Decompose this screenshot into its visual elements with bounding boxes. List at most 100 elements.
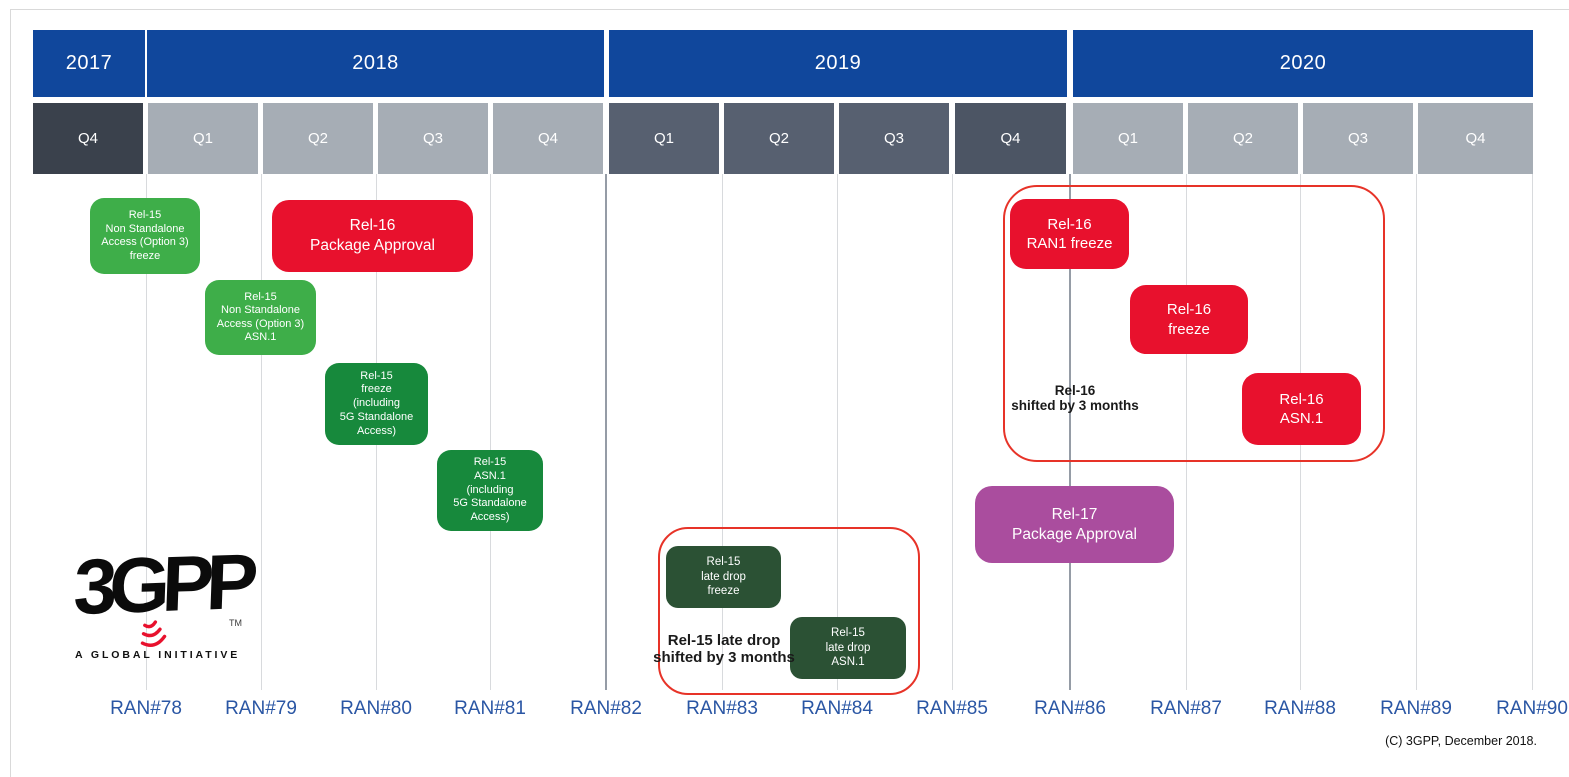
milestone-line: RAN1 freeze	[1026, 235, 1113, 252]
3gpp-logo: 3GPP TM A GLOBAL INITIATIVE	[72, 537, 264, 670]
gridline-ran87	[1186, 174, 1187, 690]
meeting-label-ran88: RAN#88	[1264, 698, 1336, 719]
year-band-2017: 2017	[33, 30, 145, 97]
quarter-cell-8-q4: Q4	[955, 103, 1066, 174]
annotation-line: Rel-15 late drop	[667, 632, 781, 649]
milestone-line: (including	[352, 397, 401, 410]
meeting-label-ran78: RAN#78	[110, 698, 182, 719]
milestone-line: Rel-16	[1166, 301, 1212, 318]
trademark-symbol: TM	[229, 618, 242, 628]
gridline-ran78	[146, 174, 147, 690]
milestone-line: Non Standalone	[105, 222, 185, 235]
gridline-ran84	[837, 174, 838, 690]
milestone-line: Rel-15	[706, 556, 741, 569]
milestone-line: Access)	[470, 511, 510, 524]
milestone-line: Rel-16	[1279, 390, 1324, 408]
milestone-line: Rel-15	[831, 627, 865, 640]
quarter-cell-11-q3: Q3	[1303, 103, 1413, 174]
meeting-label-ran80: RAN#80	[340, 698, 412, 719]
rel16-shift-group-outline	[1003, 185, 1385, 462]
quarter-cell-3-q3: Q3	[378, 103, 488, 174]
gridline-ran81	[490, 174, 491, 690]
milestone-line: Access)	[356, 424, 397, 437]
milestone-line: Rel-16	[349, 217, 396, 234]
milestone-line: late drop	[825, 641, 871, 654]
gridline-ran89	[1416, 174, 1417, 690]
gridline-ran79	[261, 174, 262, 690]
meeting-label-ran84: RAN#84	[801, 698, 873, 719]
quarter-cell-0-q4: Q4	[33, 103, 143, 174]
slide-border-top	[10, 9, 1569, 10]
milestone-line: freeze	[129, 249, 161, 262]
milestone-line: ASN.1	[831, 656, 865, 669]
milestone-rel16-freeze: Rel-16 freeze	[1130, 285, 1248, 354]
annotation-line: Rel-16	[1054, 383, 1096, 398]
milestone-line: ASN.1	[1279, 410, 1324, 427]
quarter-cell-5-q1: Q1	[609, 103, 719, 174]
meeting-label-ran87: RAN#87	[1150, 698, 1222, 719]
gridline-ran83	[722, 174, 723, 690]
quarter-cell-2-q2: Q2	[263, 103, 373, 174]
slide-border-left	[10, 9, 11, 777]
milestone-line: (including	[466, 483, 514, 496]
milestone-line: 5G Standalone	[339, 410, 414, 423]
gridline-ran86	[1069, 174, 1071, 690]
milestone-line: Package Approval	[310, 237, 435, 254]
quarter-cell-4-q4: Q4	[493, 103, 603, 174]
milestone-line: Access (Option 3)	[216, 317, 305, 330]
meeting-label-ran83: RAN#83	[686, 698, 758, 719]
milestone-line: Non Standalone	[221, 304, 300, 316]
quarter-cell-9-q1: Q1	[1073, 103, 1183, 174]
meeting-label-ran81: RAN#81	[454, 698, 526, 719]
milestone-line: Rel-15	[360, 369, 393, 382]
milestone-line: Rel-16	[1047, 215, 1092, 233]
quarter-cell-6-q2: Q2	[724, 103, 834, 174]
milestone-line: Rel-15	[244, 290, 277, 303]
milestone-line: ASN.1	[244, 331, 277, 343]
meeting-label-ran89: RAN#89	[1380, 698, 1452, 719]
annotation-line: shifted by 3 months	[1011, 398, 1139, 413]
milestone-line: Package Approval	[1012, 525, 1137, 543]
quarter-cell-7-q3: Q3	[839, 103, 949, 174]
meeting-label-ran85: RAN#85	[916, 698, 988, 719]
meeting-label-ran90: RAN#90	[1496, 698, 1568, 719]
copyright-text: (C) 3GPP, December 2018.	[1385, 734, 1537, 748]
milestone-line: Access (Option 3)	[101, 236, 189, 248]
milestone-line: freeze	[707, 585, 740, 598]
logo-tagline: A GLOBAL INITIATIVE	[75, 649, 241, 661]
gridline-ran90	[1532, 174, 1533, 690]
milestone-line: late drop	[701, 570, 746, 583]
milestone-line: 5G Standalone	[453, 497, 527, 510]
meeting-label-ran79: RAN#79	[225, 698, 297, 719]
year-band-2019: 2019	[609, 30, 1067, 97]
meeting-label-ran82: RAN#82	[570, 698, 642, 719]
gridline-ran85	[952, 174, 953, 690]
gridline-ran82	[605, 174, 607, 690]
meeting-label-ran86: RAN#86	[1034, 698, 1106, 719]
quarter-cell-12-q4: Q4	[1418, 103, 1533, 174]
milestone-line: Rel-15	[128, 209, 162, 221]
year-band-2018: 2018	[147, 30, 604, 97]
milestone-line: ASN.1	[474, 469, 506, 482]
annotation-line: shifted by 3 months	[653, 649, 795, 666]
milestone-line: freeze	[361, 383, 392, 396]
quarter-cell-10-q2: Q2	[1188, 103, 1298, 174]
year-band-2020: 2020	[1073, 30, 1533, 97]
quarter-cell-1-q1: Q1	[148, 103, 258, 174]
radio-waves-icon	[140, 620, 167, 647]
rel15-late-drop-group-outline	[658, 527, 920, 695]
milestone-line: freeze	[1168, 320, 1210, 338]
milestone-line: Rel-17	[1051, 505, 1098, 523]
